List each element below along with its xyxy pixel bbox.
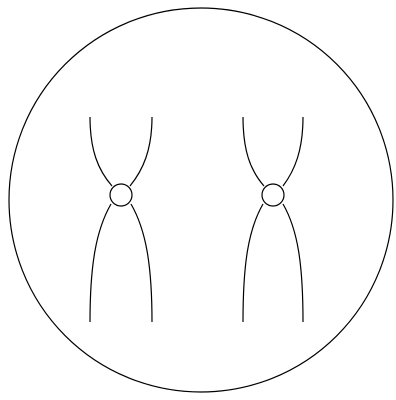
right-chromosome-lower-right-arm [283,204,303,322]
left-chromosome [90,117,152,322]
right-chromosome-upper-right-arm [283,117,303,186]
right-chromosome [243,117,303,322]
right-chromosome-upper-left-arm [243,117,264,186]
left-chromosome-lower-right-arm [131,204,152,322]
left-centromere [110,184,132,206]
left-chromosome-upper-right-arm [130,117,152,186]
right-chromosome-lower-left-arm [243,204,263,322]
right-centromere [262,184,284,206]
left-chromosome-upper-left-arm [90,117,112,186]
left-chromosome-lower-left-arm [90,204,111,322]
outer-circle [9,8,393,392]
